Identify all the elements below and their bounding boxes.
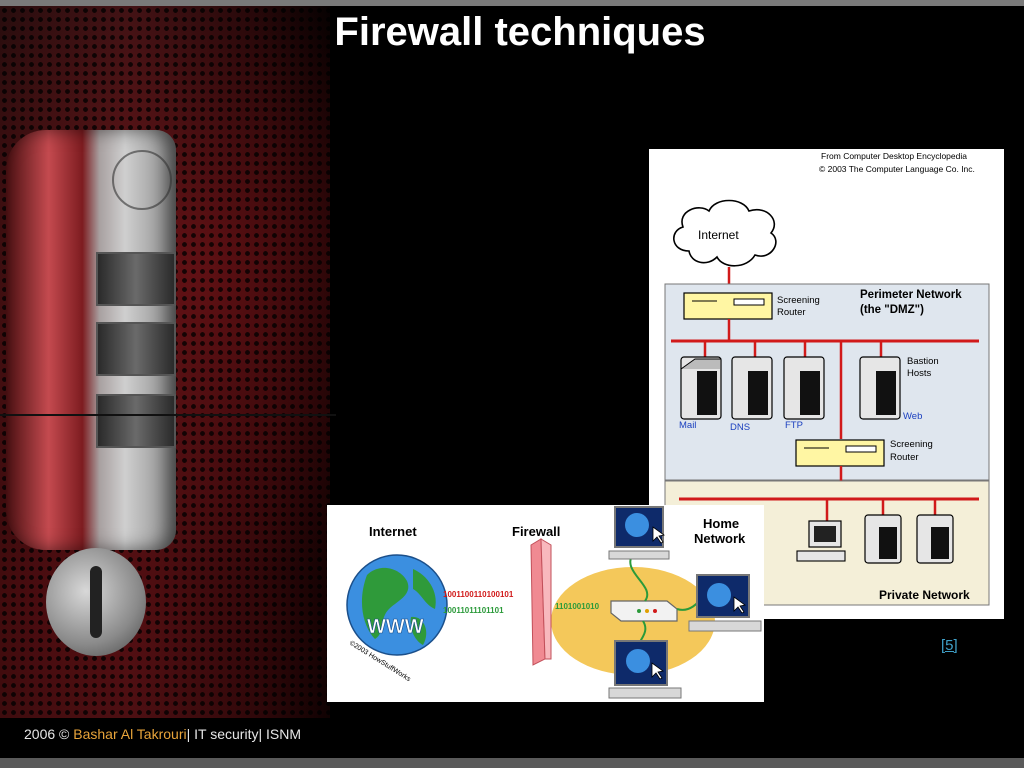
home-network-title-1: Home [703,516,739,531]
footer-sep-2: | [258,726,263,742]
perimeter-subtitle: (the "DMZ") [860,304,924,316]
home-network-title-2: Network [694,531,746,546]
screening-router-top-icon [683,292,773,320]
web-label: Web [903,411,922,422]
bastion-label-1: Bastion [907,356,939,367]
lock-logo-icon [112,150,172,210]
screening-router-bottom-label-1: Screening [890,439,933,450]
reference-link[interactable]: [5] [941,637,958,654]
private-server-2-icon [916,514,954,564]
footer: 2006 © Bashar Al Takrouri| IT security| … [24,726,301,742]
globe-icon: WWW [346,554,448,656]
globe-www-text: WWW [367,616,424,638]
credit-line-1: From Computer Desktop Encyclopedia [821,151,967,161]
footer-bar [0,718,1024,758]
screening-router-bottom-icon [795,439,885,467]
dns-server-icon [731,356,773,420]
ftp-label: FTP [785,420,803,431]
firewall-title: Firewall [512,524,560,539]
internet-cloud-icon [673,199,777,267]
lock-dial-2 [96,322,176,376]
perimeter-title: Perimeter Network [860,289,962,301]
key-slot [90,566,102,638]
ftp-server-icon [783,356,825,420]
bottom-border [0,758,1024,768]
private-network-label: Private Network [879,588,970,602]
screening-router-bottom-label-2: Router [890,452,919,463]
divider-line [0,414,336,416]
binary-stream-top: 1001100110100101 [443,590,514,599]
screening-router-top-label-2: Router [777,307,806,318]
mail-server-icon [680,356,722,420]
lock-dial-3 [96,394,176,448]
top-border [0,0,1024,6]
screening-router-top-label-1: Screening [777,295,820,306]
home-computer-top-icon [608,506,670,560]
footer-prefix: 2006 © [24,726,74,742]
home-computer-right-icon [688,574,762,632]
internet-label: Internet [698,228,739,242]
footer-program: ISNM [265,726,301,742]
footer-author: Bashar Al Takrouri [73,726,187,742]
private-workstation-icon [796,520,846,562]
footer-sep-1: | [186,726,191,742]
internet-title: Internet [369,524,417,539]
firewall-wall-icon [530,538,552,666]
home-router-icon [610,600,678,622]
footer-course: IT security [194,726,259,742]
slide-title: Firewall techniques [334,10,706,54]
home-computer-bottom-icon [608,640,682,699]
bastion-label-2: Hosts [907,368,932,379]
mail-label: Mail [679,420,696,431]
home-network-diagram: Internet Firewall Home Network WWW ©2003… [327,505,764,702]
private-server-1-icon [864,514,902,564]
binary-stream-bottom: 10011011101101 [443,606,504,615]
web-server-icon [859,356,901,420]
lock-dial-1 [96,252,176,306]
binary-stream-right: 1101001010 [555,602,600,611]
credit-line-2: © 2003 The Computer Language Co. Inc. [819,164,975,174]
dns-label: DNS [730,422,750,433]
